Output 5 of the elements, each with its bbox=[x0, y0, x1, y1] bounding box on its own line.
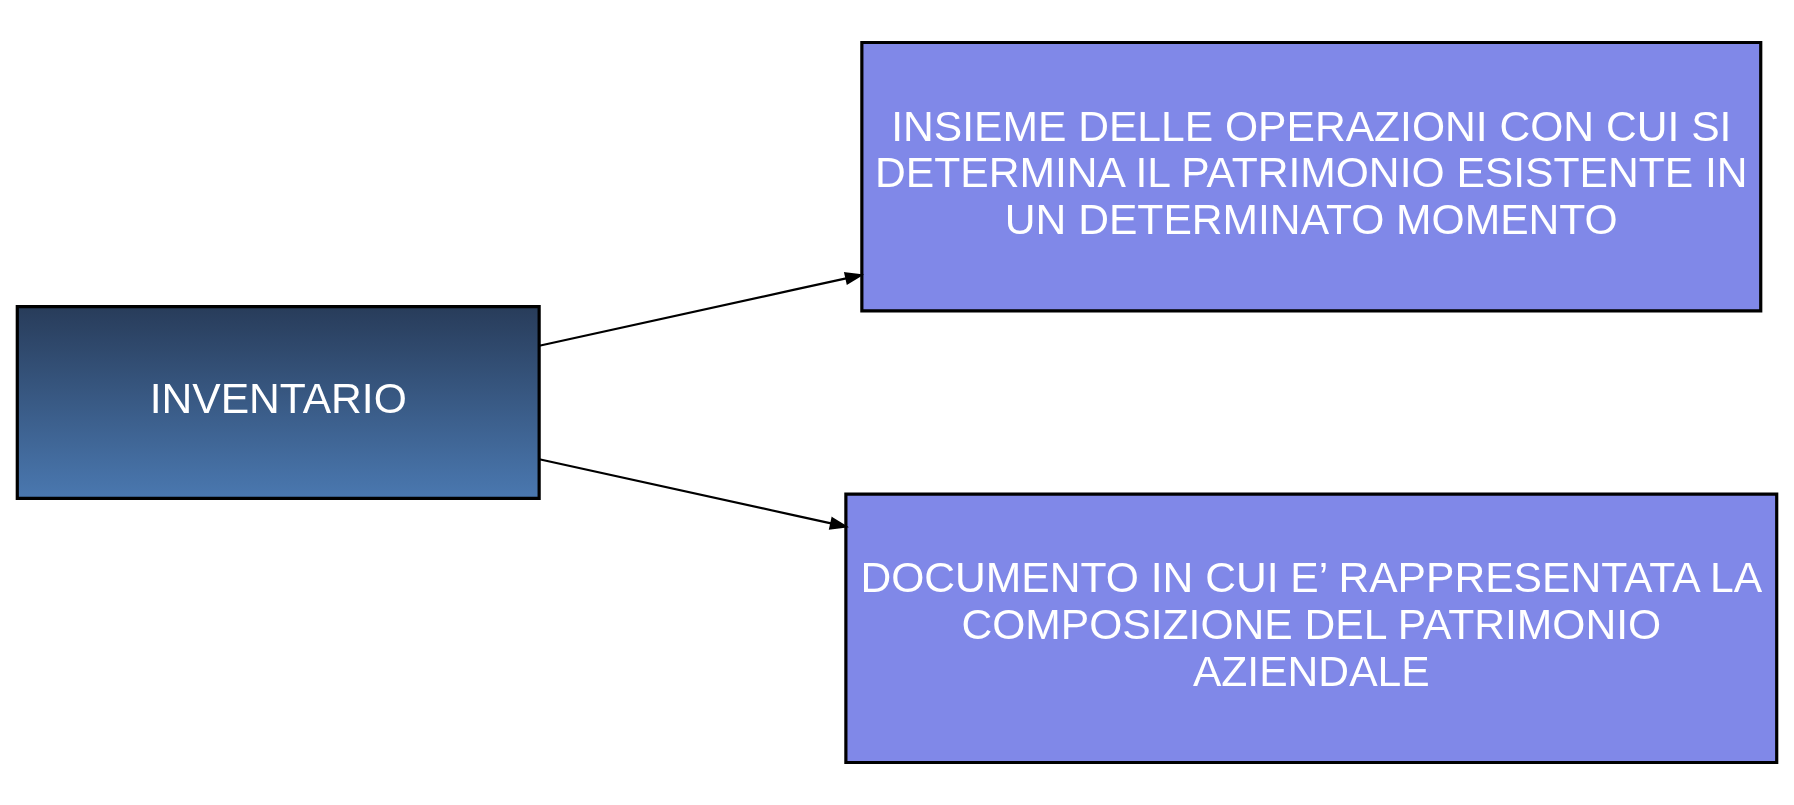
arrow bbox=[539, 458, 849, 530]
node-box: INVENTARIO bbox=[15, 305, 541, 500]
node-box: DOCUMENTO IN CUI E’ RAPPRESENTATA LA COMPOSIZIONE DEL PATRIMONIO AZIENDALE bbox=[844, 492, 1779, 765]
arrow bbox=[539, 271, 865, 347]
node-box: INSIEME DELLE OPERAZIONI CON CUI SI DETERMINA IL PATRIMONIO ESISTENTE IN UN DETERMINATO MOMENTO bbox=[860, 40, 1763, 313]
